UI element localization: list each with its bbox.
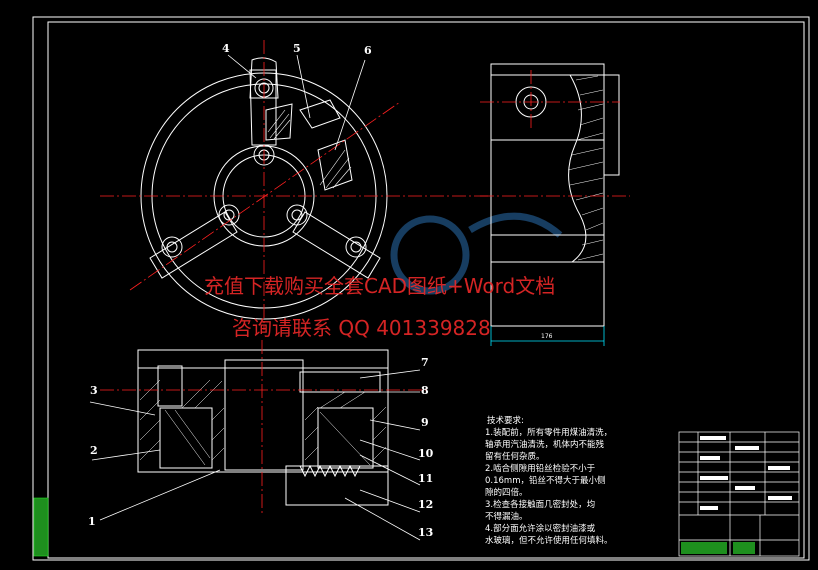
section-view-hatch	[139, 379, 387, 466]
balloon-9: 9	[421, 416, 429, 429]
balloon-6: 6	[364, 44, 372, 57]
left-binding-strip	[33, 497, 49, 557]
side-view-hatch	[567, 75, 604, 261]
title-block	[678, 431, 800, 557]
side-view-dimension	[490, 326, 605, 346]
balloon-8: 8	[421, 384, 429, 397]
tech-note-line: 轴承用汽油清洗，机体内不能残	[485, 440, 605, 450]
front-view-centerlines	[100, 40, 490, 330]
tech-note-line: 隙的四倍。	[485, 488, 528, 498]
section-view	[137, 349, 389, 506]
title-block-fills	[700, 436, 792, 510]
balloon-2: 2	[90, 444, 98, 457]
balloon-1: 1	[88, 515, 96, 528]
section-view-centerlines	[100, 340, 430, 515]
balloon-5: 5	[293, 42, 301, 55]
side-view-centerlines	[480, 70, 630, 197]
tech-note-line: 水玻璃，但不允许使用任何填料。	[485, 536, 613, 546]
watermark-line-2: 咨询请联系 QQ 401339828	[232, 316, 491, 340]
tech-note-line: 0.16mm，铅丝不得大于最小侧	[485, 476, 606, 486]
balloon-3: 3	[90, 384, 98, 397]
balloon-11: 11	[418, 472, 434, 485]
outer-border	[32, 16, 810, 561]
tech-note-line: 留有任何杂质。	[485, 452, 545, 462]
watermark-line-1: 充值下载购买全套CAD图纸+Word文档	[204, 274, 556, 298]
balloon-13: 13	[418, 526, 434, 539]
tech-note-line: 3.检查各接触面几密封处，均	[485, 500, 596, 510]
side-view	[490, 63, 620, 327]
balloon-7: 7	[421, 356, 429, 369]
tech-note-line: 1.装配前，所有零件用煤油清洗，	[485, 428, 613, 438]
leader-lines	[89, 54, 421, 541]
balloon-12: 12	[418, 498, 434, 511]
tech-note-line: 4.部分面允许涂以密封油漆或	[485, 524, 596, 534]
balloon-4: 4	[222, 42, 230, 55]
dimension-label: 176	[541, 333, 553, 340]
tech-note-line: 不得漏油。	[485, 512, 528, 522]
front-view-hatch	[267, 109, 352, 189]
watermark-logo	[390, 212, 563, 295]
title-block-green	[681, 542, 755, 554]
inner-border	[47, 21, 805, 559]
tech-notes-title: 技术要求:	[487, 416, 524, 426]
balloon-10: 10	[418, 447, 434, 460]
tech-note-line: 2.啮合侧隙用铅丝检验不小于	[485, 464, 596, 474]
